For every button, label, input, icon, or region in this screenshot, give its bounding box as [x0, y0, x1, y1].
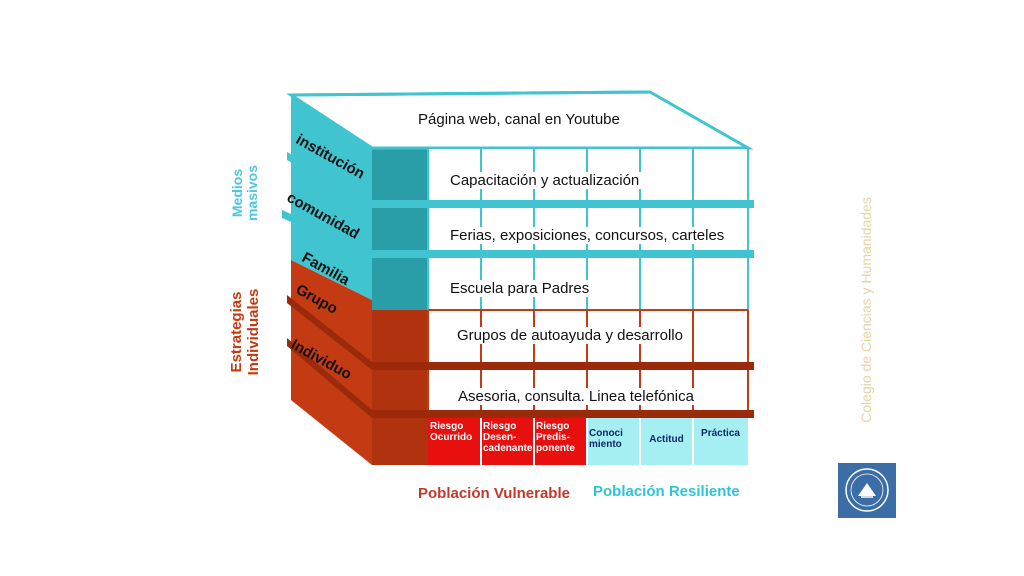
cube-side-cyan-shade: [372, 148, 428, 310]
cell-practica: Práctica: [701, 428, 740, 439]
row-label-parents-school: Escuela para Padres: [448, 280, 592, 297]
cell-actitud: Actitud: [649, 434, 684, 445]
watermark-text: Colegio de Ciencias y Humanidades: [858, 197, 874, 423]
legend-vulnerable: Población Vulnerable: [418, 485, 570, 502]
legend-resilient: Población Resiliente: [593, 483, 740, 500]
band-separators-cyan: [282, 152, 754, 258]
bottom-row-cyan: [587, 418, 748, 465]
row-label-training: Capacitación y actualización: [448, 172, 642, 189]
cube-side-red-shade: [372, 310, 428, 465]
row-label-fairs: Ferias, exposiciones, concursos, cartele…: [448, 227, 727, 244]
cell-riesgo-desencadenante: Riesgo Desen- cadenante: [483, 421, 533, 454]
row-label-counseling: Asesoria, consulta. Linea telefónica: [456, 388, 696, 405]
group-label-individual-strategies: Estrategias Individuales: [228, 288, 262, 376]
cell-riesgo-ocurrido: Riesgo Ocurrido: [430, 421, 473, 443]
group-label-mass-media: Medios masivos: [229, 164, 260, 222]
college-seal-icon: [838, 463, 896, 518]
cell-riesgo-predisponente: Riesgo Predis- ponente: [536, 421, 575, 454]
bottom-row-red: [428, 418, 587, 465]
band-separators-red: [287, 295, 754, 418]
row-label-support-groups: Grupos de autoayuda y desarrollo: [455, 327, 685, 344]
cube-side-red: [291, 260, 372, 465]
row-label-web: Página web, canal en Youtube: [418, 111, 620, 128]
cell-conocimiento: Conoci miento: [589, 428, 623, 450]
